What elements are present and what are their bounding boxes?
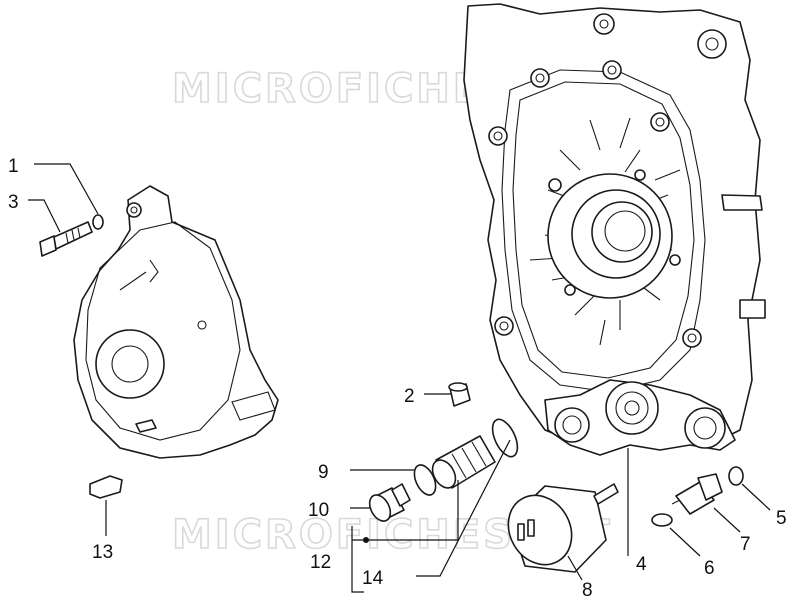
callout-13: 13 bbox=[92, 542, 113, 563]
callout-14: 14 bbox=[362, 568, 384, 589]
stud-part-4 bbox=[593, 483, 619, 505]
drain-plug-part-10 bbox=[368, 483, 411, 522]
filter-screen-part-14 bbox=[431, 435, 496, 489]
oring-large bbox=[491, 418, 519, 458]
callout-3: 3 bbox=[8, 192, 19, 213]
clamp-part-6 bbox=[651, 513, 673, 527]
flywheel-cover bbox=[73, 185, 279, 459]
callout-9: 9 bbox=[318, 462, 329, 483]
sensor-part-7 bbox=[671, 473, 723, 515]
callout-6: 6 bbox=[704, 558, 715, 579]
callout-4: 4 bbox=[636, 554, 647, 575]
callout-10: 10 bbox=[308, 500, 329, 521]
callout-labels: 1 3 2 9 10 12 14 13 8 4 6 7 5 bbox=[8, 156, 787, 600]
crankcase-housing bbox=[463, 3, 766, 456]
callout-2: 2 bbox=[404, 386, 415, 407]
oil-filter-part-8 bbox=[507, 485, 607, 573]
bolt-part-3 bbox=[39, 221, 93, 257]
clip-part-13 bbox=[89, 475, 123, 499]
plug-part-2 bbox=[448, 382, 471, 407]
leader-lines bbox=[28, 163, 771, 593]
callout-5: 5 bbox=[776, 508, 787, 529]
callout-8: 8 bbox=[582, 580, 593, 600]
washer-part-1 bbox=[92, 214, 104, 230]
junction-dot bbox=[363, 537, 369, 543]
washer-part-5 bbox=[728, 466, 744, 486]
callout-7: 7 bbox=[740, 534, 751, 555]
callout-1: 1 bbox=[8, 156, 19, 177]
callout-12: 12 bbox=[310, 552, 331, 573]
